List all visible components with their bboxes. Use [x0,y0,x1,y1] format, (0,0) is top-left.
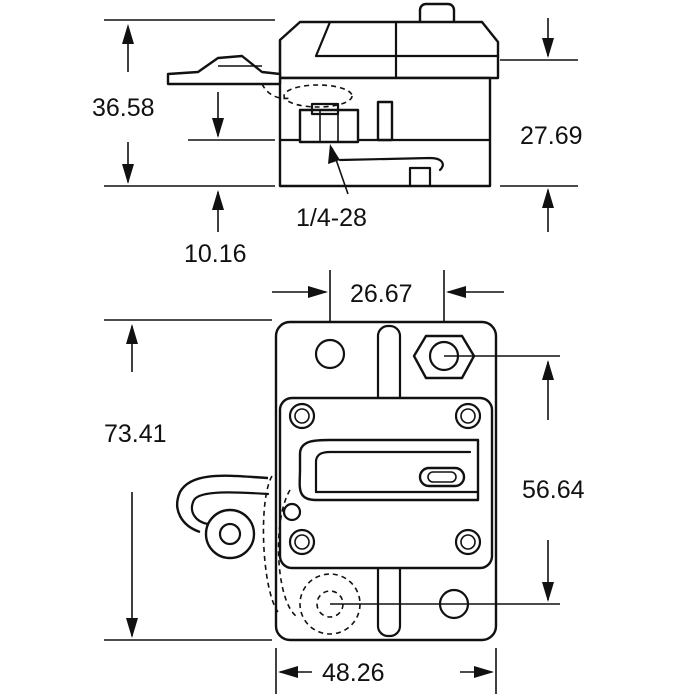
indicator-pin [282,502,302,522]
terminal-post [376,100,394,142]
width-arrow-left [278,666,298,678]
dim-arrow-down [122,164,134,184]
stud-arrow-right [308,286,328,298]
housing-chamfer [314,20,332,58]
hidden-trip-outline [283,84,353,108]
mount-arrow-up [542,360,554,380]
dim-label-27-69: 27.69 [520,122,583,150]
flange-eyelet [204,508,256,560]
flange-arrow-down [212,118,224,138]
dim-label-thread: 1/4-28 [296,204,367,232]
dim-label-48-26: 48.26 [322,659,385,687]
flange-arrow-up [212,190,224,210]
height-arrow-down [126,618,138,638]
base-notch [408,166,432,188]
dim-label-36-58: 36.58 [92,94,155,122]
dim-label-73-41: 73.41 [104,420,167,448]
spring-clip [338,156,444,172]
reset-lever-handle [418,466,466,488]
dim-label-10-16: 10.16 [184,240,247,268]
dim-label-56-64: 56.64 [522,476,585,504]
dim-label-26-67: 26.67 [350,280,413,308]
mount-arrow-down [542,582,554,602]
front-view: 26.67 73.41 56.64 48.26 [104,270,585,694]
mounting-hole-top [314,338,346,370]
hidden-edge-left [262,475,279,613]
terminal-nut [298,108,360,144]
right-arrow-down [542,38,554,58]
screw-bottom-left [288,528,316,556]
terminal-hex-nut [412,334,476,380]
upper-housing [278,20,500,80]
dim-arrow-up [122,24,134,44]
screw-top-left [288,402,316,430]
hidden-edge [261,83,291,100]
screw-bottom-right [454,528,482,556]
flange-loop [176,474,269,534]
stud-arrow-left [446,286,466,298]
height-arrow-up [126,324,138,344]
mounting-flange [166,54,282,86]
screw-top-right [454,402,482,430]
width-arrow-right [474,666,494,678]
side-view: 36.58 10.16 1/4-28 27.69 [92,2,583,268]
right-arrow-up [542,188,554,208]
